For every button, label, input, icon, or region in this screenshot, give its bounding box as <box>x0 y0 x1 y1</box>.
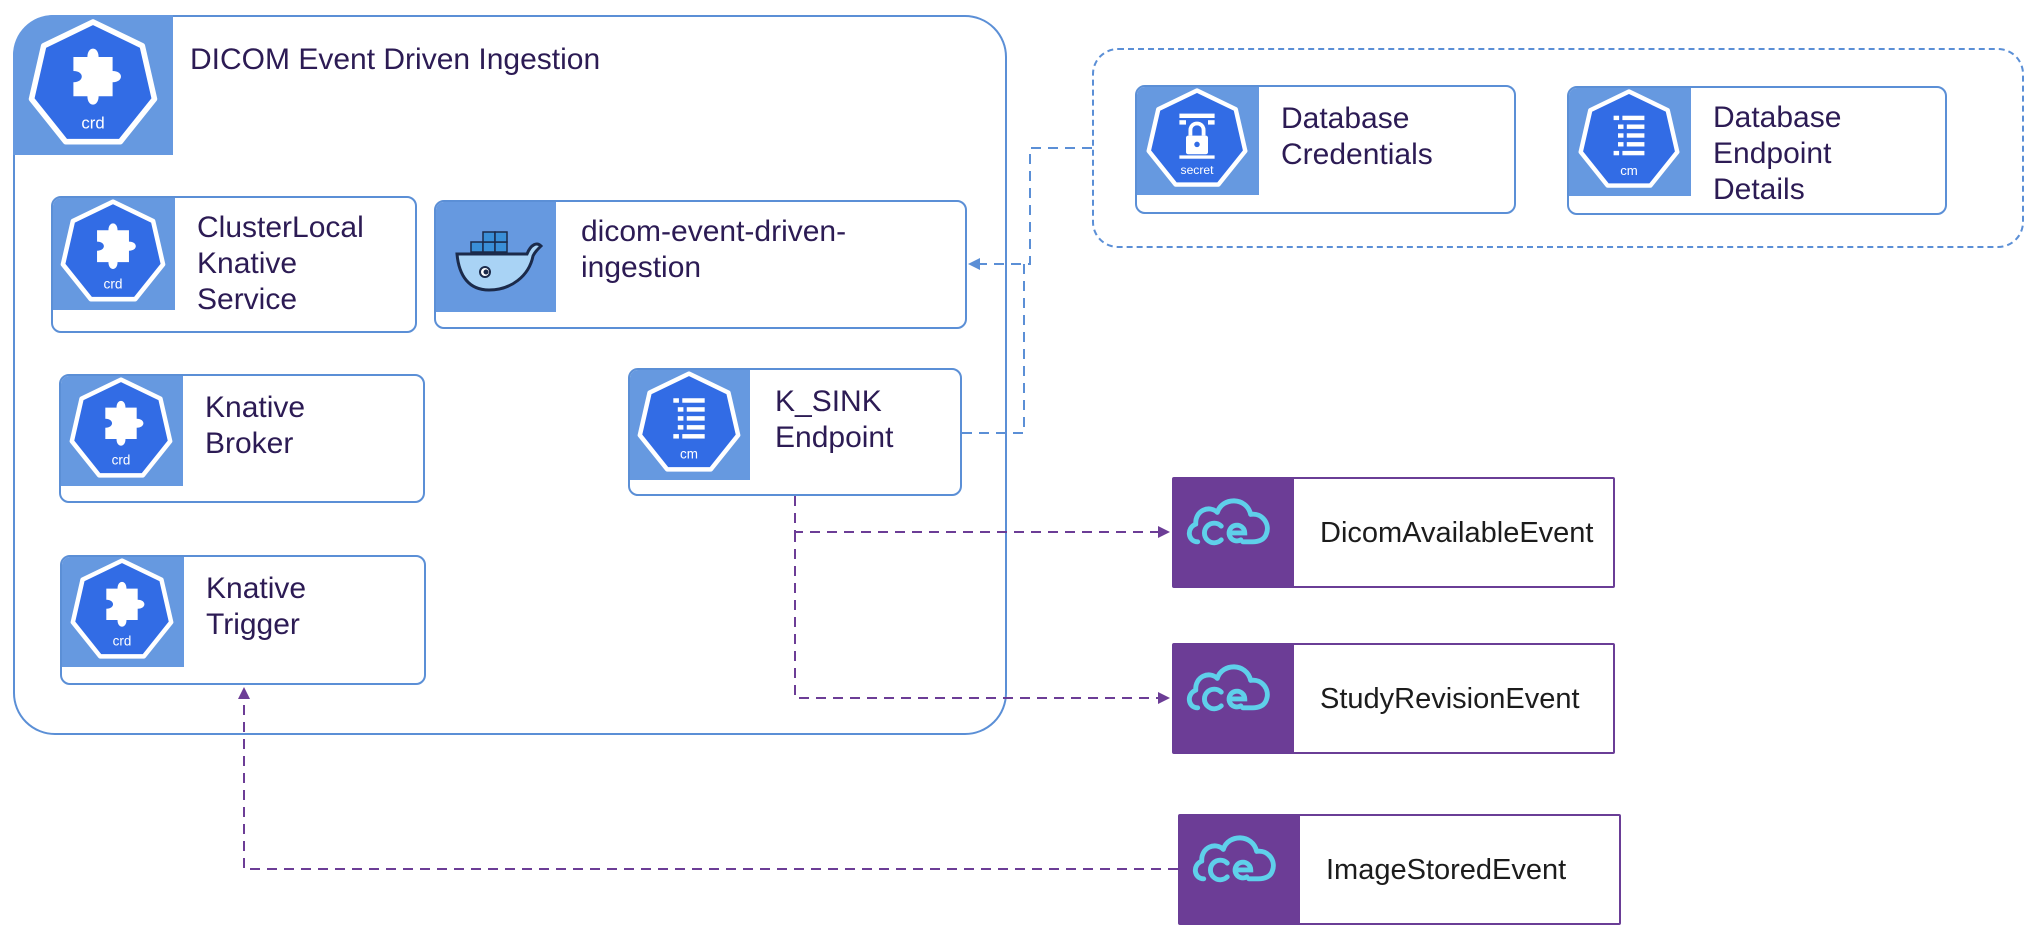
cloudevents-icon <box>1184 649 1282 747</box>
ksink-line-2: Endpoint <box>775 421 894 454</box>
db-endpoint-line-3: Details <box>1713 173 1805 206</box>
puzzle-icon: crd <box>56 196 170 310</box>
k-sink-endpoint-card[interactable]: cm K_SINK Endpoint <box>628 368 962 496</box>
secret-lock-icon: secret <box>1142 85 1252 195</box>
database-credentials-card[interactable]: secret Database Credentials <box>1135 85 1516 214</box>
database-endpoint-details-card[interactable]: cm Database Endpoint Details <box>1567 86 1947 215</box>
dicom-available-event-card[interactable]: DicomAvailableEvent <box>1172 477 1615 588</box>
svg-text:crd: crd <box>81 113 104 132</box>
svg-text:crd: crd <box>113 634 132 649</box>
svg-text:cm: cm <box>1620 163 1638 178</box>
event-label: DicomAvailableEvent <box>1320 517 1594 549</box>
ingestion-crd-tile: crd <box>13 15 173 155</box>
configmap-icon: cm <box>1574 86 1684 196</box>
ksink-line-1: K_SINK <box>775 385 882 418</box>
db-credentials-line-2: Credentials <box>1281 138 1433 171</box>
clusterlocal-line-3: Service <box>197 283 298 316</box>
clusterlocal-knative-service-card[interactable]: crd ClusterLocal Knative Service <box>51 196 417 333</box>
broker-line-1: Knative <box>205 391 306 424</box>
knative-trigger-card[interactable]: crd Knative Trigger <box>60 555 426 685</box>
event-label: ImageStoredEvent <box>1326 854 1567 886</box>
knative-broker-card[interactable]: crd Knative Broker <box>59 374 425 503</box>
trigger-line-2: Trigger <box>206 608 300 641</box>
broker-line-2: Broker <box>205 427 294 460</box>
puzzle-icon: crd <box>23 15 163 155</box>
dicom-event-driven-ingestion-card[interactable]: dicom-event-driven- ingestion <box>434 200 967 329</box>
ingestion-title: DICOM Event Driven Ingestion <box>190 43 601 76</box>
svg-text:crd: crd <box>104 276 123 291</box>
clusterlocal-line-1: ClusterLocal <box>197 211 364 244</box>
svg-text:secret: secret <box>1181 163 1215 177</box>
puzzle-icon: crd <box>65 374 177 486</box>
svg-text:crd: crd <box>112 453 131 468</box>
service-line-1: dicom-event-driven- <box>581 215 847 248</box>
clusterlocal-line-2: Knative <box>197 247 298 280</box>
puzzle-icon: crd <box>66 555 178 667</box>
event-label: StudyRevisionEvent <box>1320 683 1580 715</box>
cloudevents-icon <box>1190 820 1288 918</box>
db-endpoint-line-2: Endpoint <box>1713 137 1832 170</box>
cloudevents-icon <box>1184 483 1282 581</box>
service-line-2: ingestion <box>581 251 702 284</box>
database-config-group <box>1092 48 2024 248</box>
db-endpoint-line-1: Database <box>1713 101 1842 134</box>
configmap-icon: cm <box>633 368 745 480</box>
trigger-line-1: Knative <box>206 572 307 605</box>
db-credentials-line-1: Database <box>1281 102 1410 135</box>
study-revision-event-card[interactable]: StudyRevisionEvent <box>1172 643 1615 754</box>
docker-whale-icon <box>455 230 543 292</box>
image-stored-event-card[interactable]: ImageStoredEvent <box>1178 814 1621 925</box>
svg-text:cm: cm <box>680 447 698 462</box>
